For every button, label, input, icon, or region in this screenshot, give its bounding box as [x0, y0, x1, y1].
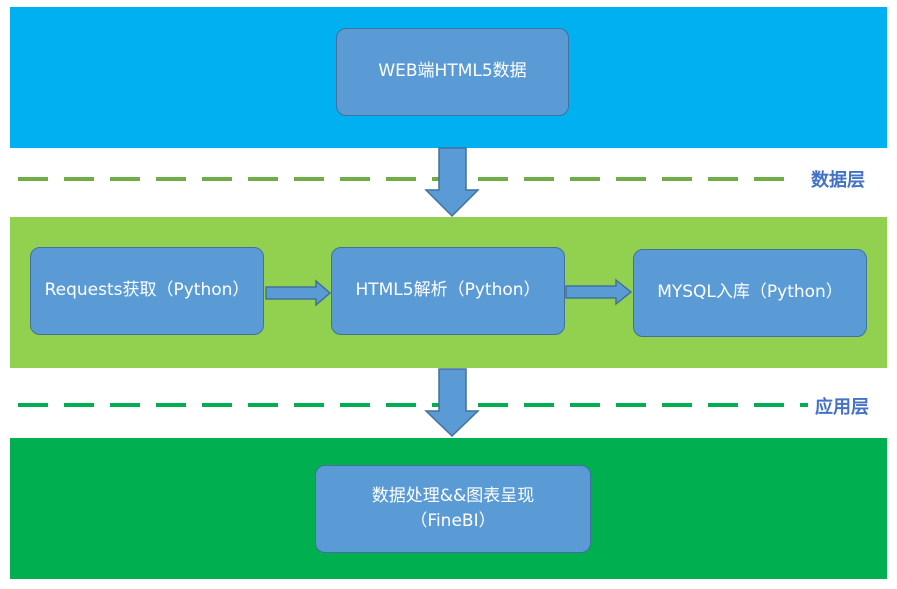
- web-html5-data-node: WEB端HTML5数据: [336, 28, 569, 116]
- finebi-presentation-node: 数据处理&&图表呈现 （FineBI）: [315, 465, 591, 553]
- arrow-web-to-requests: [424, 147, 480, 218]
- requests-fetch-node: Requests获取（Python）: [30, 247, 264, 335]
- mysql-storage-label: MYSQL入库（Python）: [657, 282, 843, 303]
- web-html5-data-label: WEB端HTML5数据: [378, 61, 527, 82]
- arrow-requests-to-parse: [265, 279, 332, 307]
- html5-parse-node: HTML5解析（Python）: [331, 247, 565, 335]
- arrow-processing-to-finebi: [424, 368, 480, 438]
- app-layer-label: 应用层: [815, 397, 869, 418]
- arrow-parse-to-mysql: [565, 278, 633, 306]
- finebi-presentation-label: 数据处理&&图表呈现: [371, 485, 535, 506]
- html5-parse-label: HTML5解析（Python）: [355, 280, 541, 301]
- requests-fetch-label: Requests获取（Python）: [44, 280, 250, 301]
- mysql-storage-node: MYSQL入库（Python）: [633, 249, 867, 337]
- data-layer-label: 数据层: [811, 170, 865, 191]
- finebi-tool-label: （FineBI）: [410, 511, 496, 531]
